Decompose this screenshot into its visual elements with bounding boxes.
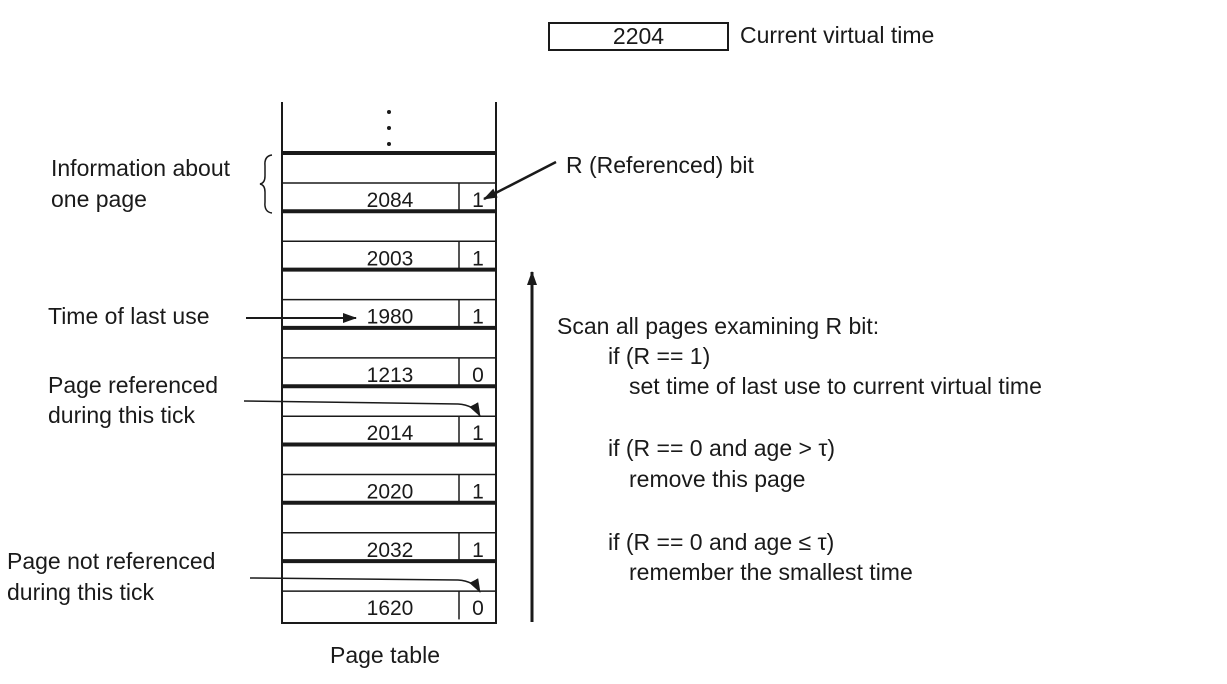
current-virtual-time-label: Current virtual time	[740, 22, 935, 48]
row-r-bit-value: 0	[472, 364, 484, 387]
current-virtual-time-value: 2204	[612, 23, 665, 49]
information-brace	[259, 154, 273, 214]
r-bit-label: R (Referenced) bit	[566, 152, 754, 178]
information-label-line2: one page	[51, 186, 147, 212]
algorithm-heading: Scan all pages examining R bit:	[557, 313, 880, 339]
algorithm-condition-3: if (R == 0 and age ≤ τ)	[608, 529, 835, 555]
ellipsis-dot	[387, 110, 391, 114]
row-time-value: 2014	[367, 422, 414, 445]
page-table-rows: 2084 1 2003 1 1980 1 1213 0 2014 1 2020 1 2032 1 1620 0	[282, 151, 496, 620]
page-not-referenced-arrow	[249, 577, 481, 593]
row-time-value: 1620	[367, 597, 414, 620]
ellipsis-dot	[387, 126, 391, 130]
row-r-bit-value: 1	[472, 306, 484, 329]
row-time-value: 2020	[367, 481, 414, 504]
algorithm-condition-2: if (R == 0 and age > τ)	[608, 435, 836, 461]
time-last-use-label: Time of last use	[48, 303, 210, 329]
information-label-line1: Information about	[51, 155, 231, 181]
row-time-value: 1213	[367, 364, 414, 387]
ellipsis-dot	[387, 142, 391, 146]
row-time-value: 2032	[367, 539, 414, 562]
row-time-value: 2003	[367, 247, 414, 270]
row-r-bit-value: 1	[472, 481, 484, 504]
row-r-bit-value: 1	[472, 247, 484, 270]
current-virtual-time-box: 2204	[548, 22, 729, 51]
page-not-referenced-label-line2: during this tick	[7, 579, 155, 605]
row-time-value: 1980	[367, 306, 414, 329]
page-referenced-label-line1: Page referenced	[48, 372, 219, 398]
page-table-caption: Page table	[330, 642, 440, 668]
r-bit-arrow	[483, 160, 557, 201]
page-not-referenced-label-line1: Page not referenced	[7, 548, 216, 574]
page-referenced-arrow	[243, 400, 481, 417]
algorithm-action-3: remember the smallest time	[629, 559, 913, 585]
row-r-bit-value: 1	[472, 539, 484, 562]
page-referenced-label-line2: during this tick	[48, 402, 196, 428]
row-r-bit-value: 0	[472, 597, 484, 620]
row-time-value: 2084	[367, 189, 414, 212]
algorithm-condition-1: if (R == 1)	[608, 343, 711, 369]
row-r-bit-value: 1	[472, 422, 484, 445]
algorithm-action-1: set time of last use to current virtual …	[629, 373, 1042, 399]
algorithm-action-2: remove this page	[629, 466, 806, 492]
row-r-bit-value: 1	[472, 189, 484, 212]
